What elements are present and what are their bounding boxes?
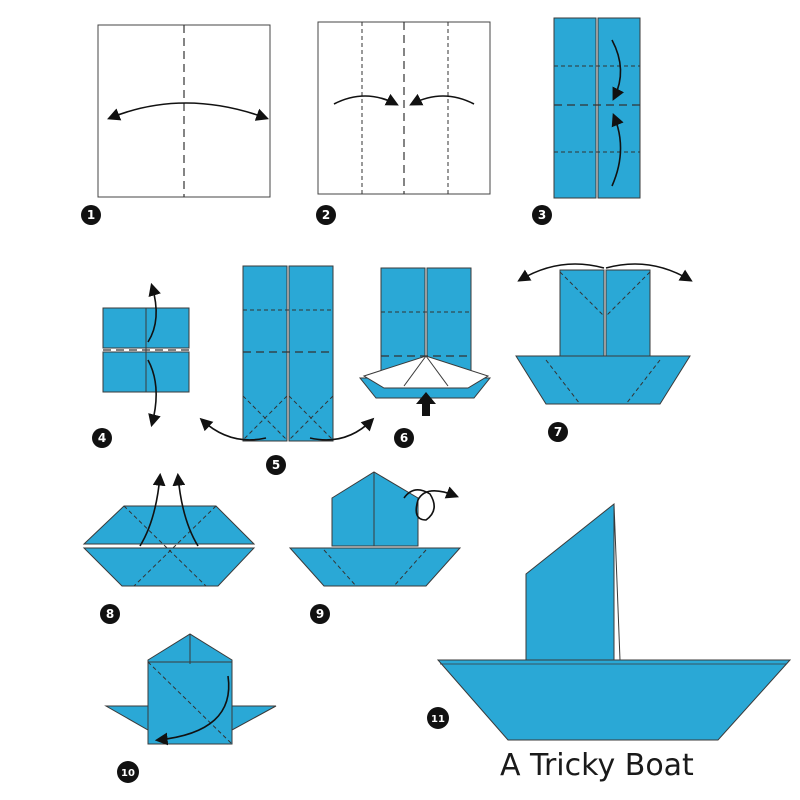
step-9-figure — [288, 471, 462, 587]
right-panel — [426, 267, 472, 377]
fold-down-arrow — [611, 39, 625, 101]
unfold-down-arrow — [147, 359, 161, 428]
fold-arrow — [107, 102, 270, 121]
step-6-badge: 6 — [394, 428, 414, 448]
step-11-badge: 11 — [427, 707, 449, 729]
diagram-title: A Tricky Boat — [500, 748, 694, 783]
step-5-badge: 5 — [266, 455, 286, 475]
step-7-figure — [515, 263, 693, 405]
step-3-badge: 3 — [532, 205, 552, 225]
step-2-figure — [317, 21, 491, 195]
right-pull-arrow — [309, 417, 375, 441]
step-8-badge: 8 — [100, 604, 120, 624]
left-pull-arrow — [199, 417, 267, 441]
pull-up-arrow-left — [139, 472, 166, 547]
sail — [331, 471, 419, 547]
right-hull-tip — [231, 705, 277, 731]
hull — [515, 355, 691, 405]
right-panel — [288, 265, 334, 442]
opened-pocket — [362, 355, 490, 389]
step-4-figure — [102, 282, 190, 428]
step-8-label: 8 — [106, 607, 114, 621]
unfold-up-arrow — [147, 282, 161, 343]
hull — [436, 659, 792, 741]
left-fold-back-arrow — [517, 263, 605, 282]
top-trapezoid — [82, 505, 256, 545]
step-3-figure — [553, 17, 641, 199]
step-10-figure — [104, 633, 277, 746]
step-11-label: 11 — [431, 714, 445, 725]
step-4-badge: 4 — [92, 428, 112, 448]
left-panel — [242, 265, 288, 442]
step-9-badge: 9 — [310, 604, 330, 624]
right-fold-back-arrow — [605, 263, 693, 282]
step-5-figure — [199, 265, 375, 442]
step-4-label: 4 — [98, 431, 106, 445]
bottom-trapezoid — [82, 547, 256, 587]
left-fold-arrow — [333, 93, 399, 106]
turn-over-arrow — [403, 486, 459, 521]
step-6-label: 6 — [400, 431, 408, 445]
step-2-label: 2 — [322, 208, 330, 222]
right-flap — [597, 17, 641, 199]
step-8-figure — [82, 472, 256, 587]
step-3-label: 3 — [538, 208, 546, 222]
right-sail — [605, 269, 651, 357]
sail — [525, 502, 615, 661]
step-5-label: 5 — [272, 458, 280, 472]
left-sail — [559, 269, 605, 357]
step-2-badge: 2 — [316, 205, 336, 225]
hull — [288, 547, 462, 587]
push-up-arrow — [416, 392, 436, 416]
fold-up-arrow — [611, 113, 624, 187]
left-hull-tip — [104, 705, 149, 731]
step-9-label: 9 — [316, 607, 324, 621]
step-1-label: 1 — [87, 208, 95, 222]
step-10-label: 10 — [121, 768, 135, 779]
step-7-badge: 7 — [548, 422, 568, 442]
step-10-badge: 10 — [117, 761, 139, 783]
step-1-figure — [97, 24, 271, 198]
step-7-label: 7 — [554, 425, 562, 439]
step-6-figure — [358, 267, 492, 416]
right-fold-arrow — [409, 93, 475, 106]
pull-up-arrow-right — [172, 472, 199, 547]
step-11-figure — [436, 502, 792, 741]
fold-diagonal-arrow — [154, 675, 230, 746]
step-1-badge: 1 — [81, 205, 101, 225]
left-flap — [553, 17, 597, 199]
